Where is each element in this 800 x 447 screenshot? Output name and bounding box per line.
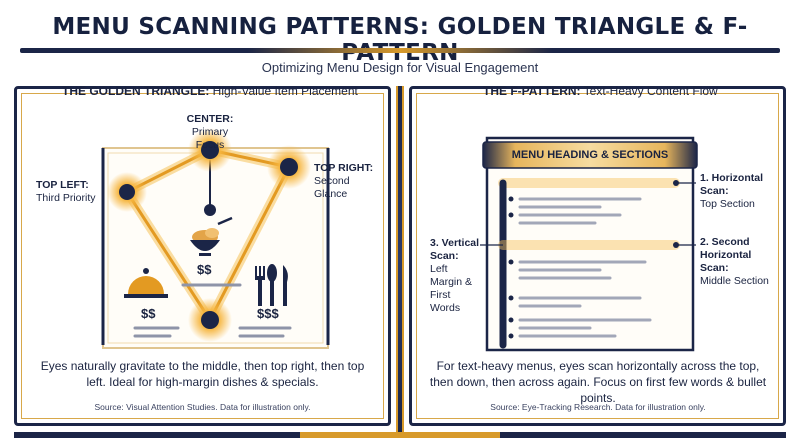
gt-description: Eyes naturally gravitate to the middle, … (40, 359, 365, 389)
fp-source: Source: Eye-Tracking Research. Data for … (490, 402, 706, 412)
gt-center-label: CENTER:Primary Focus (186, 113, 234, 151)
golden-triangle-heading: THE GOLDEN TRIANGLE: High-Value Item Pla… (62, 84, 358, 98)
gt-top-left-label: TOP LEFT:Third Priority (36, 179, 96, 204)
bowl-icon (190, 216, 233, 256)
fp-menu-heading: MENU HEADING & SECTIONS (511, 149, 669, 161)
f-pattern-heading: THE F-PATTERN: Text-Heavy Content Flow (483, 84, 718, 98)
gt-source: Source: Visual Attention Studies. Data f… (94, 402, 311, 412)
cutlery-icon (255, 264, 288, 306)
fp-description: For text-heavy menus, eyes scan horizont… (429, 359, 767, 405)
panel-divider (396, 86, 404, 432)
fp-text-lines (518, 197, 652, 338)
gt-focus-points (107, 128, 311, 342)
gt-price-mid: $$ (197, 262, 212, 277)
gt-text-lines (133, 283, 292, 338)
fp-scan3-label: 3. Vertical Scan:Left Margin & First Wor… (430, 237, 480, 314)
fp-bullets (508, 196, 514, 339)
f-scan-paths (498, 178, 680, 349)
gt-price-left: $$ (141, 306, 156, 321)
title-rule (20, 48, 780, 53)
fp-scan1-label: 1. Horizontal Scan:Top Section (700, 172, 764, 210)
gt-top-right-label: TOP RIGHT:Second Glance (314, 162, 374, 200)
gt-price-right: $$$ (257, 306, 279, 321)
page-subtitle: Optimizing Menu Design for Visual Engage… (261, 60, 539, 75)
page-title: MENU SCANNING PATTERNS: GOLDEN TRIANGLE … (52, 14, 748, 66)
f-connectors (480, 182, 696, 246)
fp-scan2-label: 2. Second Horizontal Scan:Middle Section (700, 236, 769, 287)
cloche-icon (124, 268, 168, 298)
